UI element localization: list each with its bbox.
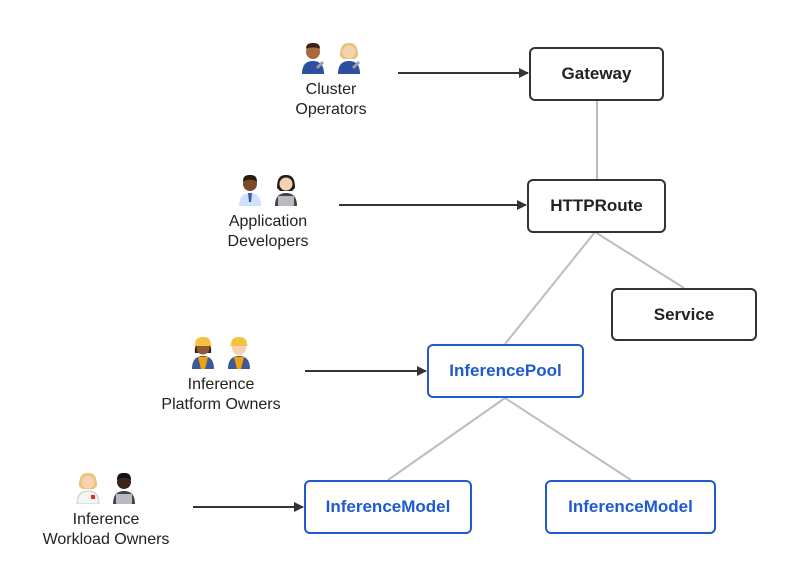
persona-label-line2: Platform Owners [161, 396, 281, 413]
service-node[interactable]: Service [611, 288, 757, 341]
inferencemodel-node-right[interactable]: InferenceModel [545, 480, 716, 534]
inferencepool-node[interactable]: InferencePool [427, 344, 584, 398]
persona-icons [155, 335, 287, 369]
persona-label-line1: Application [228, 213, 308, 230]
persona-label-line2: Developers [227, 233, 309, 250]
mechanic-man-icon [302, 43, 324, 74]
office-man-icon [239, 175, 261, 206]
connector-inferencepool-inferencemodel-right [504, 397, 632, 481]
technologist-man-icon [113, 473, 135, 504]
persona-icons [30, 470, 182, 504]
persona-label-line1: Inference [187, 376, 255, 393]
persona-label-line1: Cluster [305, 81, 357, 98]
httproute-node[interactable]: HTTPRoute [527, 179, 666, 233]
inferencemodel-node-left[interactable]: InferenceModel [304, 480, 472, 534]
construction-worker-woman-icon [192, 337, 214, 369]
persona-workload-owners: Inference Workload Owners [30, 470, 182, 550]
persona-label-line2: Operators [295, 101, 367, 118]
technologist-woman-icon [275, 175, 297, 206]
persona-platform-owners: Inference Platform Owners [155, 335, 287, 415]
construction-worker-man-icon [228, 337, 250, 369]
connector-inferencepool-inferencemodel-left [387, 397, 506, 481]
health-worker-woman-icon [76, 473, 100, 504]
persona-label-line2: Workload Owners [42, 531, 170, 548]
persona-label-line1: Inference [72, 511, 140, 528]
mechanic-woman-icon [338, 43, 360, 74]
persona-cluster-operators: Cluster Operators [271, 40, 391, 120]
persona-application-developers: Application Developers [208, 172, 328, 252]
connector-httproute-inferencepool [504, 231, 596, 345]
gateway-node[interactable]: Gateway [529, 47, 664, 101]
connector-httproute-service [594, 231, 685, 289]
persona-icons [208, 172, 328, 206]
persona-icons [271, 40, 391, 74]
